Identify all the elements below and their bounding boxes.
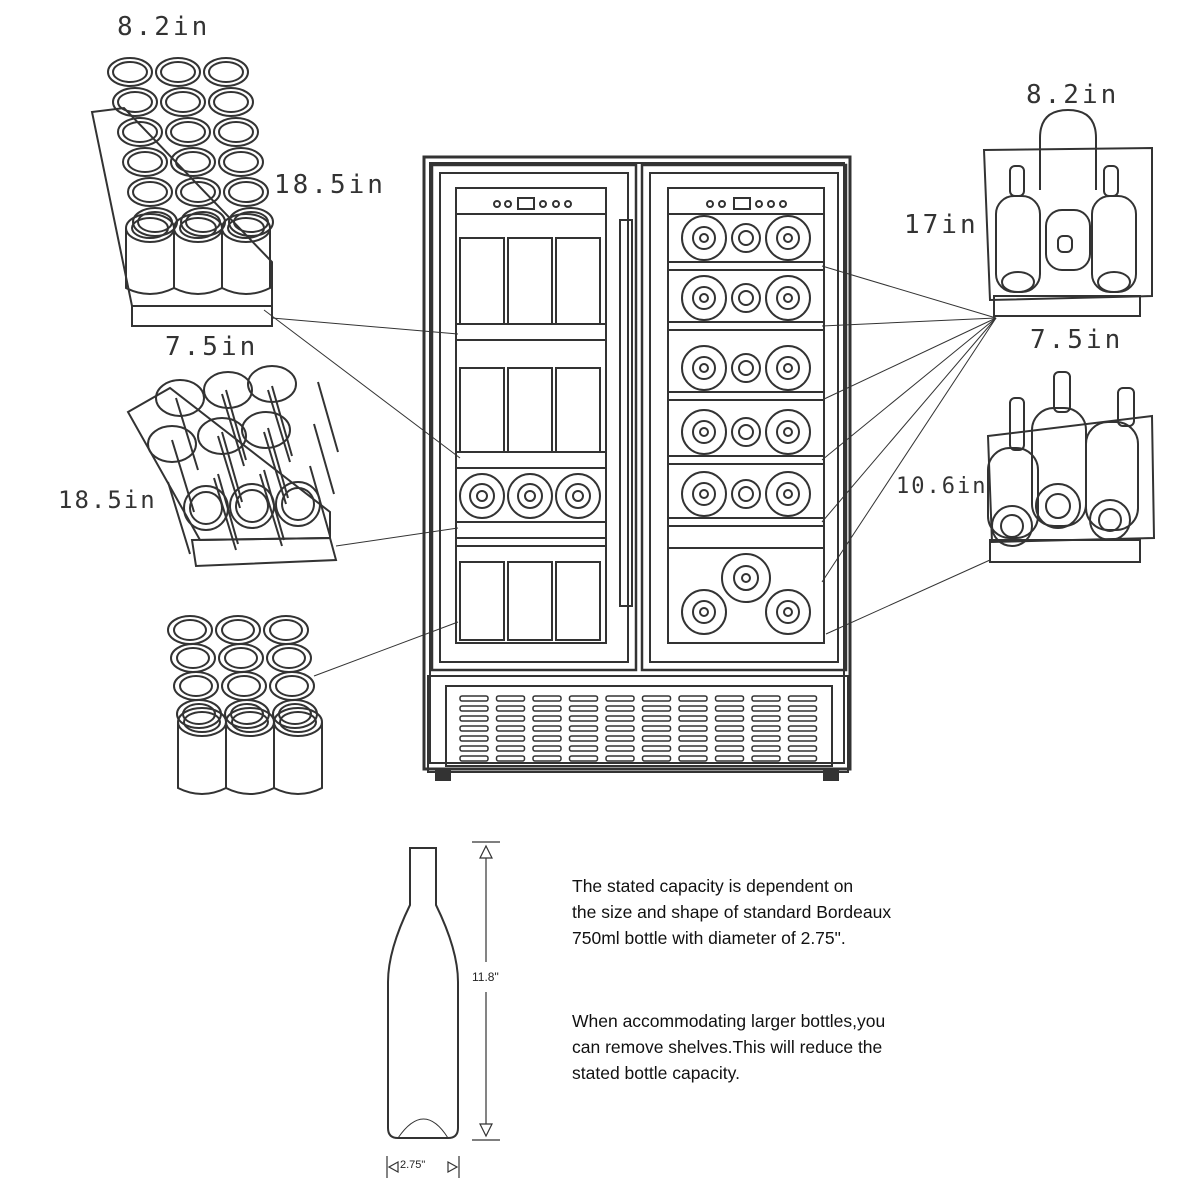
can-stack-bottom-left (167, 615, 323, 795)
front-foot-right (823, 769, 839, 781)
capacity-note-line-3: 750ml bottle with diameter of 2.75". (572, 928, 846, 948)
can-shelf-mid-left (126, 365, 339, 568)
front-foot-left (435, 769, 451, 781)
mid-left-length-label: 18.5in (58, 486, 157, 514)
shelves-note-line-1: When accommodating larger bottles,you (572, 1011, 886, 1031)
shelves-note-line-3: stated bottle capacity. (572, 1063, 740, 1083)
top-left-length-label: 18.5in (274, 170, 386, 200)
bottle-height-label: 11.8" (472, 970, 499, 984)
left-interior (456, 237, 606, 641)
wine-shelf-top-right (982, 108, 1153, 317)
top-right-depth-label: 8.2in (1026, 80, 1120, 110)
top-left-depth-label: 8.2in (117, 12, 211, 42)
capacity-note-line-2: the size and shape of standard Bordeaux (572, 902, 892, 922)
bottle-diameter-label: 2.75" (400, 1159, 426, 1171)
kick-plate (427, 675, 849, 773)
right-control-panel (668, 197, 824, 215)
height-dimension-arrow (472, 841, 500, 1141)
bordeaux-bottle-outline (387, 847, 459, 1139)
left-door (430, 163, 638, 672)
left-control-panel (456, 197, 606, 215)
bottom-right-height-label: 10.6in (896, 474, 988, 499)
capacity-note: The stated capacity is dependent on the … (572, 873, 992, 951)
top-right-height-label: 17in (904, 210, 979, 240)
kick-plate-vents (459, 695, 818, 762)
right-interior (668, 215, 824, 635)
can-shelf-top-left (90, 57, 274, 327)
mid-right-depth-label: 7.5in (1030, 325, 1124, 355)
door-handle (619, 219, 633, 607)
diameter-dimension-arrow (386, 1156, 460, 1178)
mid-left-depth-label: 7.5in (165, 332, 259, 362)
wine-shelf-bottom-right (986, 371, 1156, 563)
shelves-note-line-2: can remove shelves.This will reduce the (572, 1037, 883, 1057)
shelves-note: When accommodating larger bottles,you ca… (572, 1008, 992, 1086)
right-door (640, 163, 848, 672)
leader-lines (263, 265, 997, 677)
capacity-note-line-1: The stated capacity is dependent on (572, 876, 854, 896)
cooler-cabinet (422, 155, 852, 781)
